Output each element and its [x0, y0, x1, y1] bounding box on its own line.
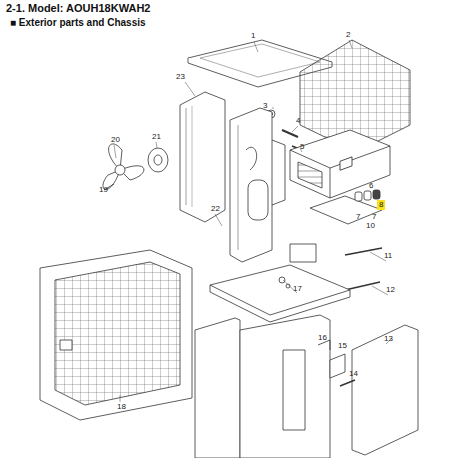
callout-number: 23: [176, 73, 185, 81]
callout-number: 4: [296, 117, 300, 125]
callout-number: 20: [111, 136, 120, 144]
callout-number: 10: [366, 222, 375, 230]
callout-number: 22: [211, 205, 220, 213]
callout-number: 8: [379, 201, 383, 209]
callout-number: 2: [346, 31, 350, 39]
callout-number: 14: [349, 370, 358, 378]
callout-number: 13: [384, 335, 393, 343]
callout-number: 16: [318, 334, 327, 342]
section-heading: ■ Exterior parts and Chassis: [10, 18, 146, 28]
callout-number: 18: [117, 403, 126, 411]
callout-number: 17: [293, 285, 302, 293]
callout-number: 6: [369, 182, 373, 190]
callout-number: 21: [152, 133, 161, 141]
callout-number: 11: [384, 252, 392, 260]
callout-number: 1: [251, 32, 255, 40]
callout-number: 15: [338, 342, 347, 350]
highlight-box: 8: [377, 200, 385, 210]
callout-number: 3: [263, 102, 267, 110]
callout-number: 19: [99, 186, 108, 194]
callout-number: 5: [300, 143, 304, 151]
callout-number: 7: [356, 213, 360, 221]
callout-number: 12: [386, 286, 395, 294]
callout-number: 7: [372, 213, 376, 221]
diagram-title: 2-1. Model: AOUH18KWAH2: [6, 3, 150, 14]
